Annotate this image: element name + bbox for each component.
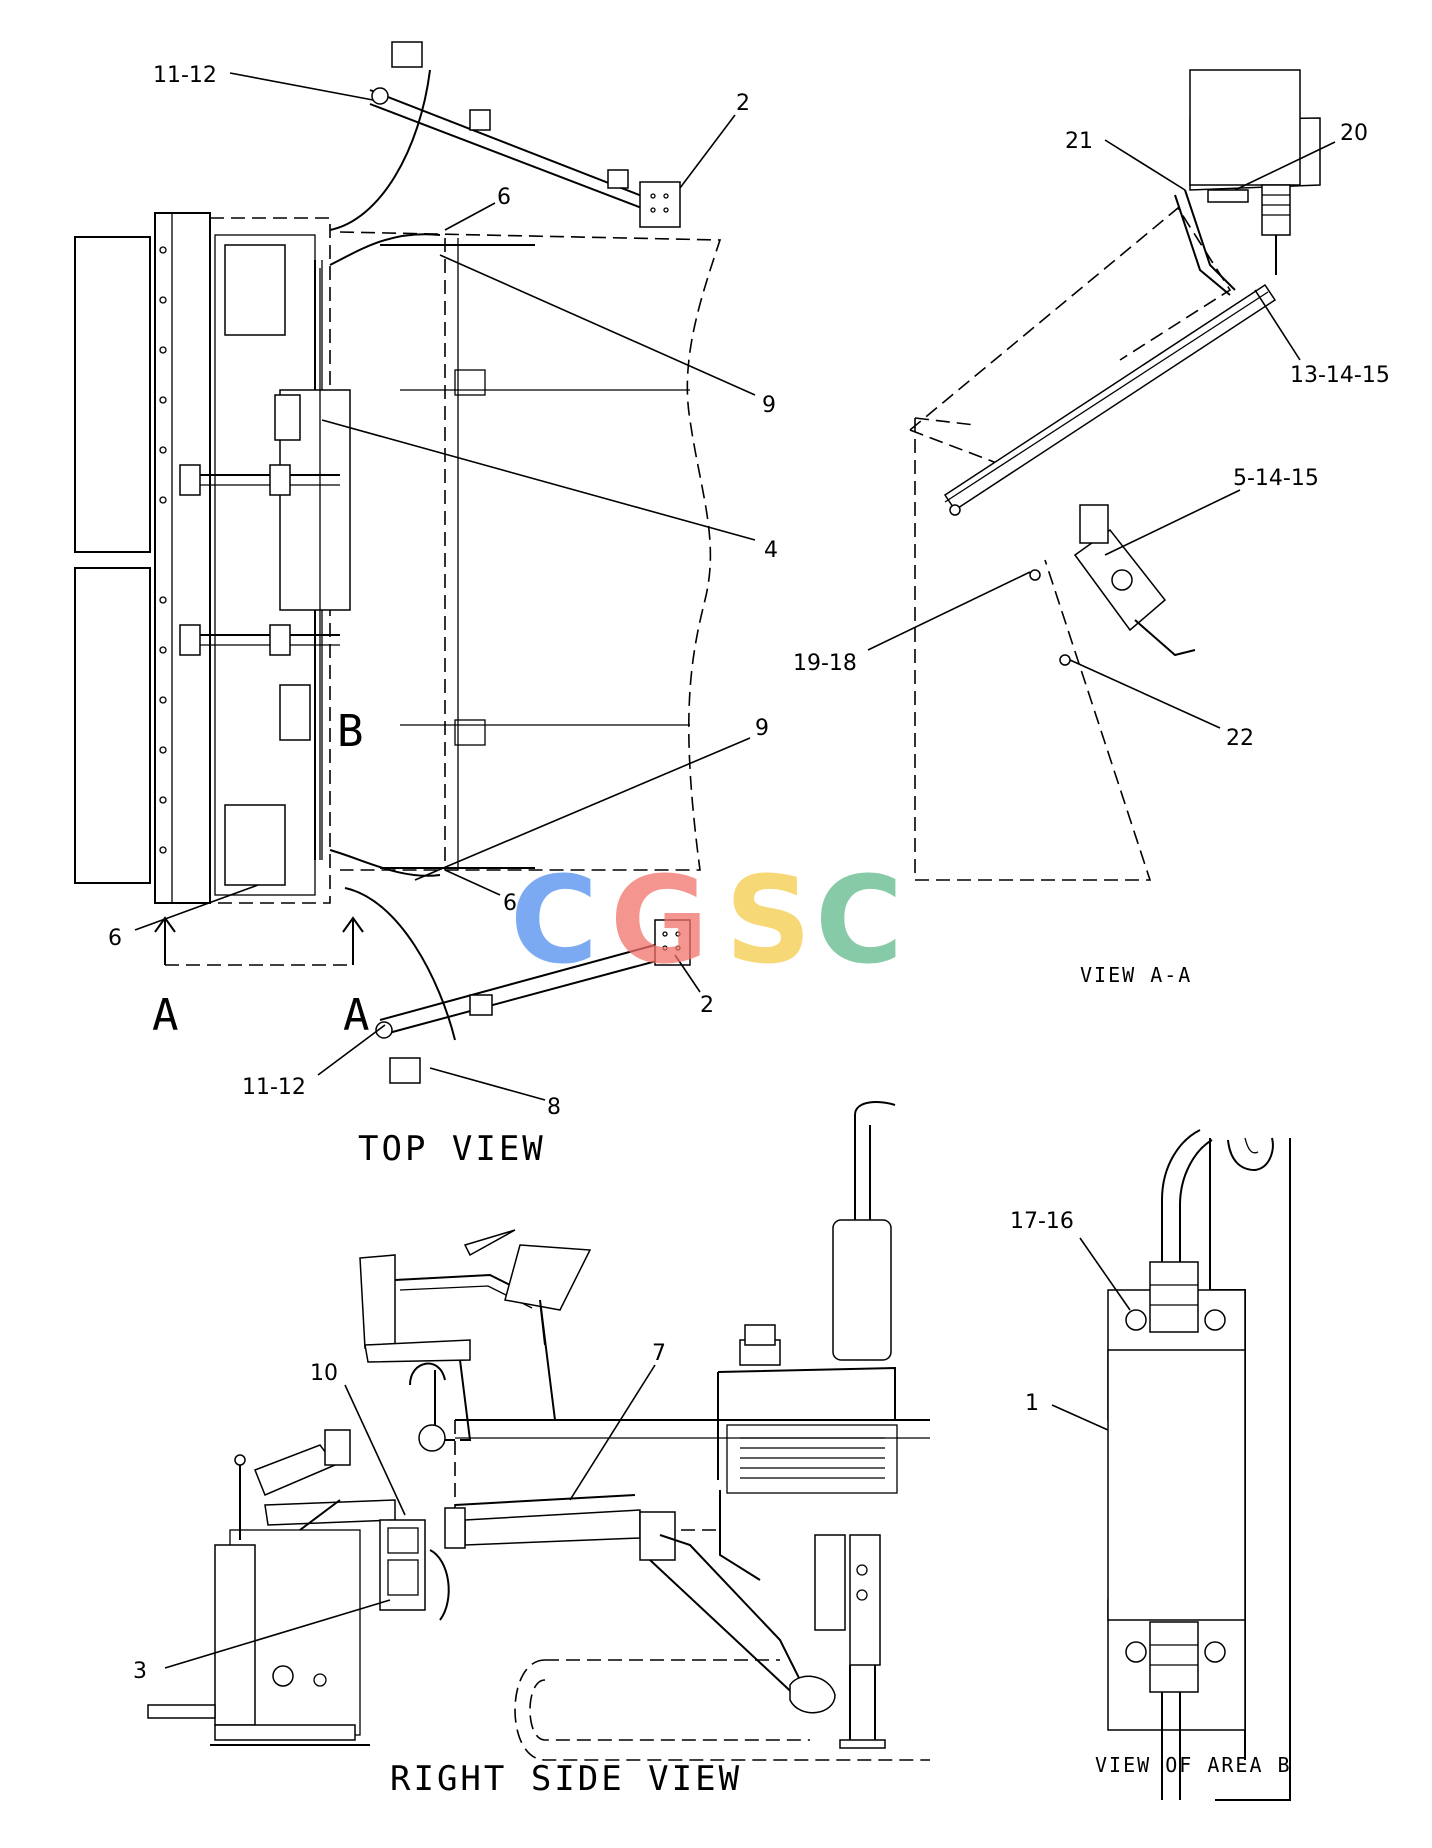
callout-2-top: 2: [736, 91, 750, 116]
section-arrow-right: [342, 916, 364, 955]
callout-11-12-bottom: 11-12: [242, 1075, 306, 1100]
view-area-b-drawing: [1107, 1129, 1291, 1801]
callout-6-bottom: 6: [503, 891, 517, 916]
engine-hood: [717, 1366, 930, 1421]
watermark-letter-3: S: [725, 852, 811, 991]
sensor-arm-lower: [379, 944, 656, 1021]
view-aa-drawing: [909, 69, 1321, 881]
air-cleaner-cap: [744, 1324, 776, 1346]
tow-arm: [454, 1494, 636, 1506]
area-b-cable-upper: [1161, 1129, 1201, 1262]
crawler-track-dashed: [514, 1659, 930, 1761]
right-side-view-callouts: 10 7 3 RIGHT SIDE VIEW: [133, 1341, 742, 1799]
callout-4: 4: [764, 538, 778, 563]
callout-3: 3: [133, 1659, 147, 1684]
operator-seat: [364, 1339, 471, 1363]
area-b-connector-lower: [1149, 1621, 1199, 1693]
area-b-control-module: [1107, 1349, 1246, 1621]
cgsc-watermark: C G S C: [510, 852, 903, 991]
section-marker-a-right: A: [343, 990, 370, 1041]
watermark-letter-4: C: [815, 852, 903, 991]
section-marker-a-left: A: [152, 990, 179, 1041]
view-area-b-title: VIEW OF AREA B: [1095, 1753, 1292, 1777]
callout-1: 1: [1025, 1391, 1039, 1416]
callout-19-18: 19-18: [793, 651, 857, 676]
screed-extension-upper: [74, 236, 151, 553]
mount-bracket-lower: [654, 919, 691, 966]
sensor-upper: [391, 41, 423, 68]
callout-20: 20: [1340, 121, 1368, 146]
area-marker-b: B: [337, 706, 364, 757]
wire-harness-upper: [329, 233, 441, 266]
callout-8: 8: [547, 1095, 561, 1120]
operator-seat-back: [359, 1254, 396, 1349]
wire-harness-lower: [329, 849, 441, 877]
screed-control-panel: [254, 1444, 337, 1496]
top-view-drawing: [74, 41, 722, 1084]
section-arrow-left: [154, 916, 176, 955]
callout-2-bottom: 2: [700, 993, 714, 1018]
callout-17-16: 17-16: [1010, 1209, 1074, 1234]
screed-frame-rail: [154, 212, 211, 904]
top-view-title: TOP VIEW: [358, 1129, 546, 1169]
callout-9-top: 9: [762, 393, 776, 418]
steering-wheel: [463, 1229, 516, 1257]
callout-6-left: 6: [108, 926, 122, 951]
callout-13-14-15: 13-14-15: [1290, 363, 1390, 388]
watermark-letter-1: C: [510, 852, 598, 991]
watermark-letter-2: G: [610, 852, 709, 991]
mount-bracket-upper: [639, 181, 681, 228]
callout-9-bottom: 9: [755, 716, 769, 741]
callout-10: 10: [310, 1361, 338, 1386]
callout-5-14-15: 5-14-15: [1233, 466, 1319, 491]
screed-frame-edge: [1215, 1138, 1291, 1801]
tractor-outline: [339, 231, 722, 871]
callout-6-top: 6: [497, 185, 511, 210]
screed-extension-lower: [74, 567, 151, 884]
view-area-b-callouts: 17-16 1 VIEW OF AREA B: [1010, 1209, 1292, 1777]
hydraulic-cylinder: [464, 1509, 641, 1546]
callout-21: 21: [1065, 129, 1093, 154]
dashboard-console: [504, 1244, 592, 1311]
center-housing: [279, 389, 351, 611]
view-aa-callouts: 21 20 13-14-15 5-14-15 19-18 22 VIEW A-A: [793, 121, 1390, 987]
exhaust-pipe: [854, 1101, 896, 1220]
callout-22: 22: [1226, 726, 1254, 751]
sensor-lower: [389, 1057, 421, 1084]
section-connector: [1261, 184, 1291, 236]
callout-11-12-top: 11-12: [153, 63, 217, 88]
leveling-cylinder: [814, 1534, 846, 1631]
right-side-view-title: RIGHT SIDE VIEW: [390, 1759, 742, 1799]
top-view-callouts: 11-12 2 6 9 4 9 6 6 2 11-12 8 A A B TOP …: [108, 63, 778, 1169]
screed-handle: [147, 1704, 216, 1719]
screed-section-outline: [914, 418, 1152, 881]
engine-grille: [726, 1424, 898, 1494]
exhaust-muffler: [832, 1219, 892, 1361]
tow-point-bracket: [639, 1511, 676, 1561]
right-side-view-drawing: [147, 1101, 930, 1761]
section-mount-arm: [943, 283, 1277, 512]
view-aa-title: VIEW A-A: [1080, 963, 1192, 987]
callout-7: 7: [652, 1341, 666, 1366]
area-b-connector-upper: [1149, 1261, 1199, 1333]
